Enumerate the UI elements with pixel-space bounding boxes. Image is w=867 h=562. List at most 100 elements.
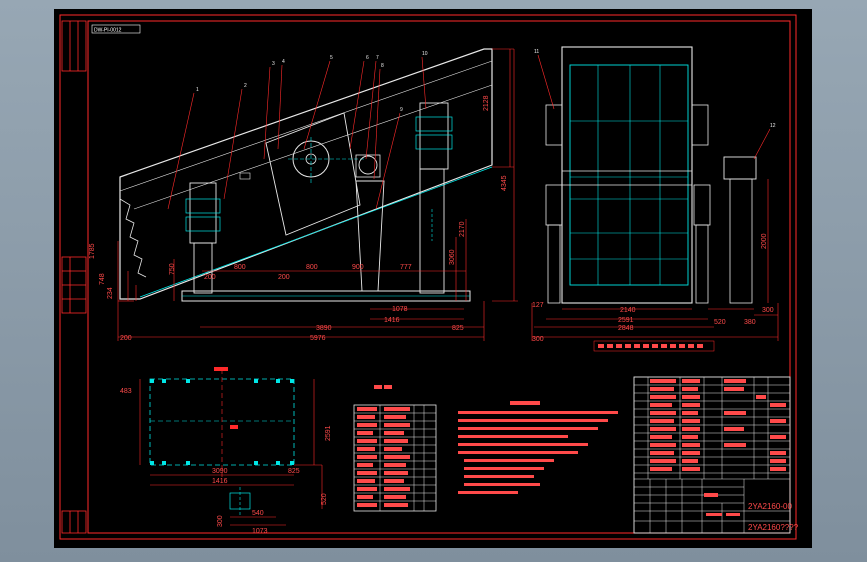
- side-dimension-lines: [117, 48, 518, 341]
- technical-notes: [458, 401, 618, 494]
- screen-deck-line: [133, 84, 493, 210]
- plan-dimension-lines: [139, 379, 323, 526]
- part-callout: 1: [196, 87, 199, 93]
- exciter-plate: [265, 112, 361, 236]
- parameter-table-grid: [354, 405, 436, 511]
- side-view[interactable]: 1 2 3 4 5 6 7 8 9 10 2128: [89, 48, 518, 342]
- dim-1073: 1073: [252, 528, 268, 535]
- foundation-plan[interactable]: 483 3090 1416 825 2591 540 1073 300 520: [120, 367, 332, 535]
- dim-2170: 2170: [459, 221, 466, 237]
- dim-520: 520: [321, 493, 328, 505]
- dim-825: 825: [288, 468, 300, 475]
- drawing-frame: [87, 20, 791, 534]
- end-view-caption-glyphs: [598, 344, 703, 348]
- end-left-spring: [545, 104, 563, 146]
- part-callout: 11: [534, 49, 539, 55]
- right-spring: [415, 116, 453, 132]
- dim-748: 748: [99, 273, 106, 285]
- end-right-spring: [691, 104, 709, 146]
- end-left-spring: [545, 184, 563, 226]
- dim-3890: 3890: [316, 325, 332, 332]
- left-spring: [185, 198, 221, 214]
- end-view-caption-box: [593, 340, 715, 352]
- middle-support: [355, 180, 385, 292]
- dim-800: 800: [234, 264, 246, 271]
- dim-1416: 1416: [384, 317, 400, 324]
- bill-of-materials-grid: [634, 377, 790, 533]
- drawing-stamp-box: [91, 24, 141, 34]
- dim-300: 300: [217, 515, 224, 527]
- dim-2591: 2591: [618, 317, 634, 324]
- plan-label-mark: [230, 425, 238, 429]
- technical-parameters-table[interactable]: [353, 385, 437, 512]
- part-callout: 8: [381, 63, 384, 69]
- parameter-table-glyphs: [357, 407, 410, 507]
- inspection-hole: [239, 172, 251, 180]
- dim-750: 750: [169, 263, 176, 275]
- left-column: [193, 242, 213, 294]
- end-right-spring: [693, 184, 711, 226]
- screen-deck-line: [119, 60, 493, 192]
- motor-body: [355, 154, 381, 178]
- dim-234: 234: [107, 287, 114, 299]
- dim-1416: 1416: [212, 478, 228, 485]
- end-callout-leaders: [537, 54, 771, 160]
- table-title-glyph: [384, 385, 392, 389]
- end-right-column: [695, 224, 709, 304]
- part-callouts: 1 2 3 4 5 6 7 8 9 10: [196, 51, 428, 113]
- dim-483: 483: [120, 388, 132, 395]
- title-block-frame: [633, 376, 791, 534]
- section-marker: [214, 367, 228, 371]
- dim-2848: 2848: [618, 325, 634, 332]
- dim-200: 200: [120, 335, 132, 342]
- dim-520: 520: [714, 319, 726, 326]
- dim-380: 380: [744, 319, 756, 326]
- end-dimension-lines: [531, 179, 779, 341]
- table-title-glyph: [374, 385, 382, 389]
- end-view-outline: [561, 46, 693, 304]
- right-spring-support: [419, 102, 449, 170]
- dim-2140: 2140: [620, 307, 636, 314]
- dim-3060: 3060: [449, 249, 456, 265]
- dim-5976: 5976: [310, 335, 326, 342]
- dim-3090: 3090: [212, 468, 228, 475]
- anchor-detail: [229, 492, 251, 510]
- title-block[interactable]: 2YA2160-00 2YA2160????: [633, 376, 799, 534]
- drawing-code: 2YA2160????: [748, 523, 799, 532]
- bill-of-materials-glyphs: [650, 379, 786, 516]
- dim-2128: 2128: [483, 95, 490, 111]
- drawing-stamp: DW-PI-0012: [94, 28, 122, 34]
- left-margin-strip: [61, 20, 87, 534]
- dim-900: 900: [352, 264, 364, 271]
- part-callout: 9: [400, 107, 403, 113]
- callout-leaders: [167, 56, 427, 210]
- dim-1078: 1078: [392, 306, 408, 313]
- dim-800: 800: [306, 264, 318, 271]
- part-callout: 10: [422, 51, 428, 57]
- screen-box-outline: [119, 48, 493, 300]
- screen-deck-frame: [569, 64, 689, 286]
- parameter-table-frame: [353, 404, 437, 512]
- dim-4345: 4345: [501, 175, 508, 191]
- drawing-number: 2YA2160-00: [748, 502, 792, 511]
- dim-2591: 2591: [325, 425, 332, 441]
- dim-2000: 2000: [761, 233, 768, 249]
- anchor-bolts: [150, 379, 294, 465]
- dim-127: 127: [532, 302, 544, 309]
- dim-540: 540: [252, 510, 264, 517]
- dim-300: 300: [762, 307, 774, 314]
- side-dimension-text: 2128 4345 1785 750 748 234 200 800 200 8…: [89, 95, 508, 342]
- part-callout: 4: [282, 59, 285, 65]
- part-callout: 5: [330, 55, 333, 61]
- drawing-sheet[interactable]: DW-PI-0012: [54, 9, 812, 548]
- cad-drawing-canvas[interactable]: DW-PI-0012: [54, 9, 812, 548]
- part-callout: 3: [272, 61, 275, 67]
- end-view[interactable]: 11 12 127 2140 2591 2848 520 380 2000 30…: [531, 46, 779, 352]
- dim-777: 777: [400, 264, 412, 271]
- end-dimension-text: 127 2140 2591 2848 520 380 2000 300 300: [532, 233, 774, 343]
- end-left-column: [547, 224, 561, 304]
- right-spring: [415, 134, 453, 150]
- dim-200: 200: [278, 274, 290, 281]
- discharge-chute: [119, 198, 147, 278]
- plan-dimension-text: 483 3090 1416 825 2591 540 1073 300 520: [120, 388, 332, 535]
